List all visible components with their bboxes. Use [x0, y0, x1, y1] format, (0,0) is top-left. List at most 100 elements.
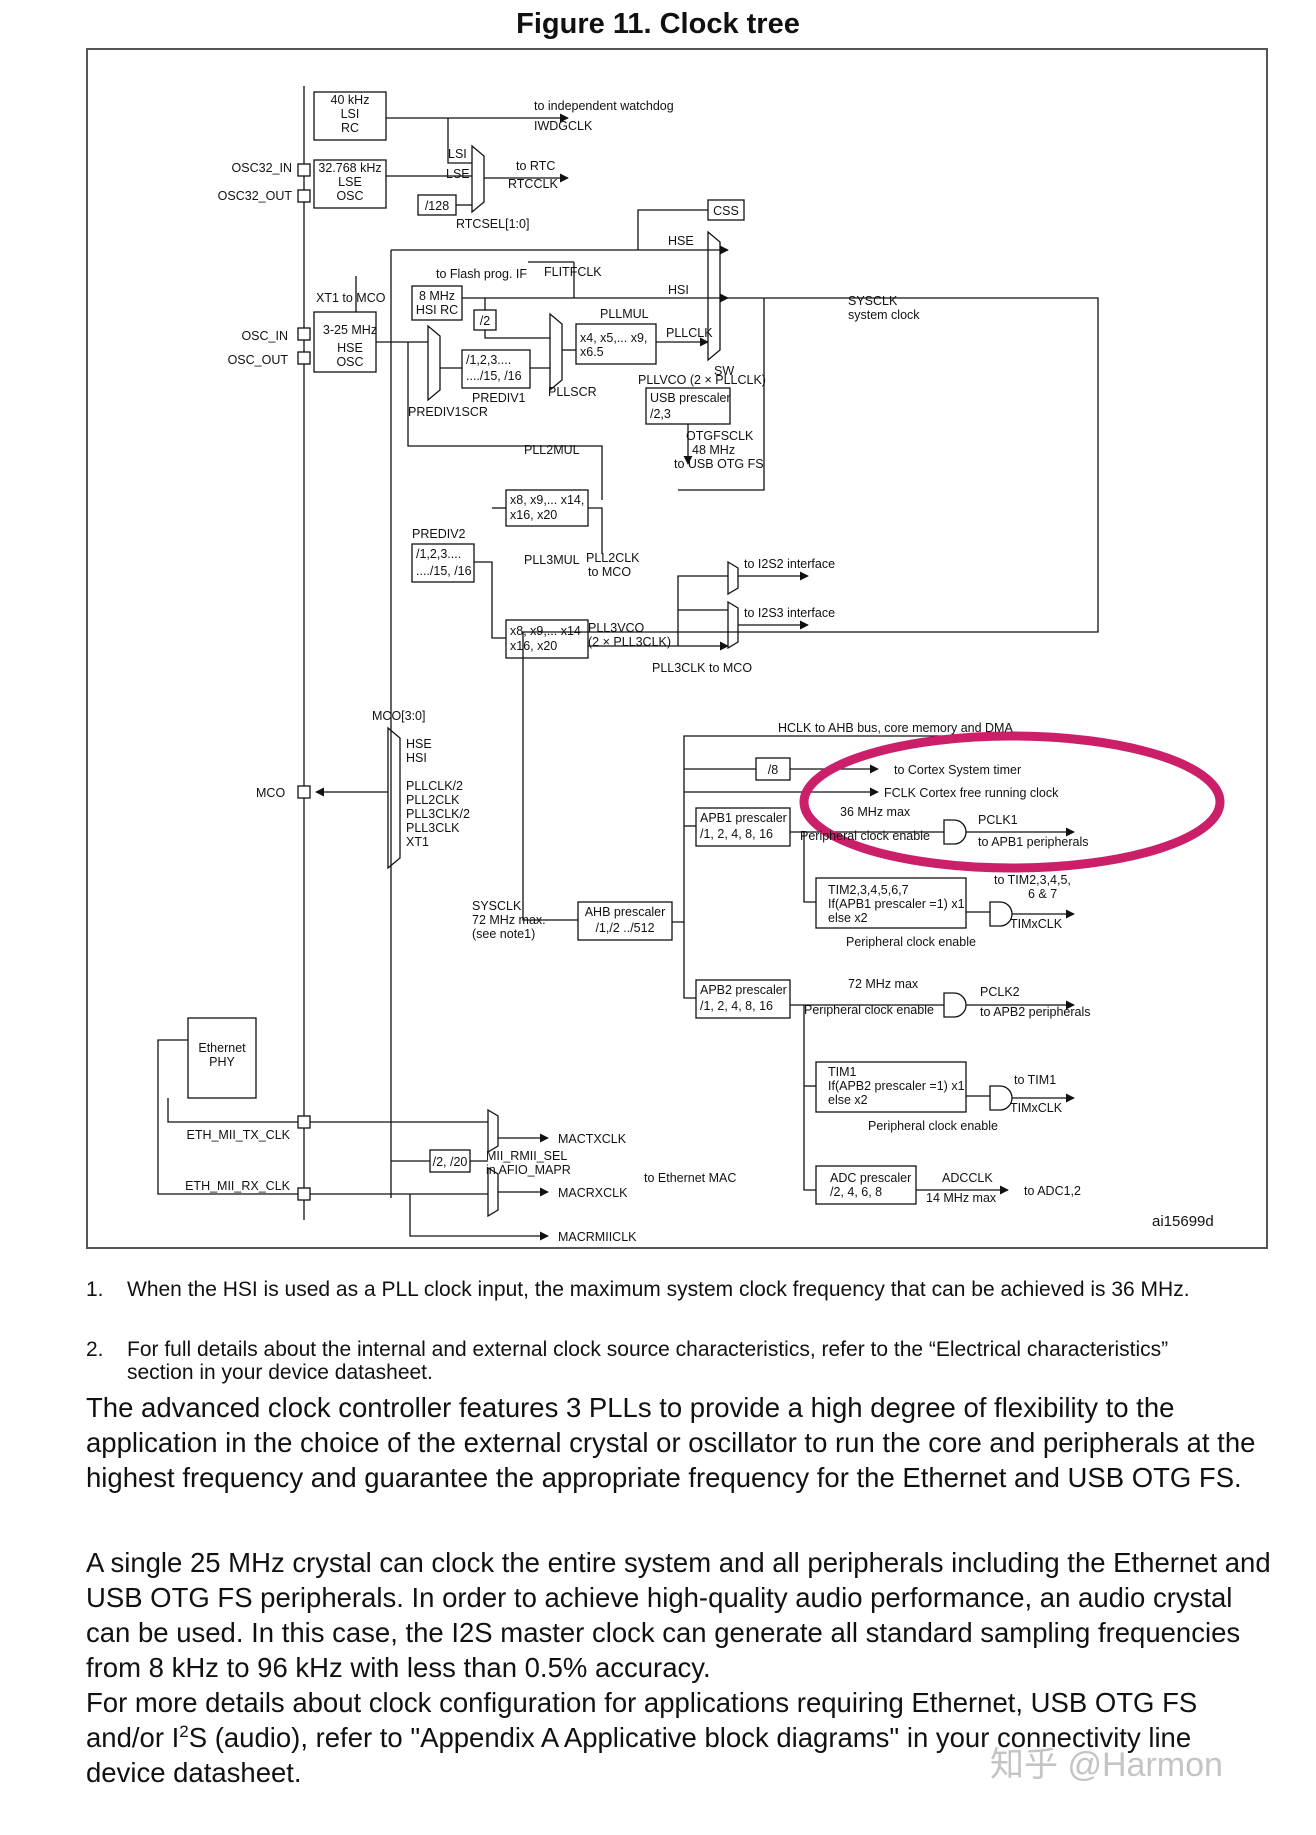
rtcsel-label: RTCSEL[1:0]	[456, 217, 529, 231]
i2s3-mux	[727, 600, 739, 650]
adc-prescaler-box	[815, 1165, 917, 1205]
apb2-box-line-2: /1, 2, 4, 8, 16	[700, 999, 773, 1013]
pll3vco-line-1: PLL3VCO	[588, 621, 645, 635]
adcclk-label: ADCCLK	[942, 1171, 993, 1185]
apb1-box-line-1: APB1 prescaler	[700, 811, 787, 825]
prediv1-box-line-1: /1,2,3....	[466, 353, 511, 367]
pll3mul-box	[505, 619, 589, 659]
mii-rmii-line-2: in AFIO_MAPR	[486, 1163, 571, 1177]
flitfclk-label: FLITFCLK	[544, 265, 602, 279]
osc32-in-pin	[297, 163, 311, 177]
div2-label: /2	[480, 314, 490, 328]
eth-rx-wire	[157, 1039, 298, 1195]
mco-input-pll3clk2: PLL3CLK/2	[406, 807, 470, 821]
sysclk-out-line-1: SYSCLK	[848, 294, 898, 308]
paragraph-2-text: A single 25 MHz crystal can clock the en…	[86, 1547, 1271, 1683]
hsi-line-1: 8 MHz	[419, 289, 455, 303]
lsi-line-2: LSI	[341, 107, 360, 121]
usb-prescaler-line-1: USB prescaler	[650, 391, 731, 405]
i2s2-mux	[727, 560, 739, 596]
adc-max-label: 14 MHz max	[926, 1191, 997, 1205]
lsi-box	[313, 91, 387, 141]
pclk2-label: PCLK2	[980, 985, 1020, 999]
mactx-mux	[487, 1108, 499, 1154]
sysclk-in-line-1: SYSCLK	[472, 899, 522, 913]
pll2mul-box-line-2: x16, x20	[510, 508, 557, 522]
prediv2-feed	[407, 342, 603, 500]
lse-line-2: LSE	[338, 175, 362, 189]
eth-rx-pin	[297, 1187, 311, 1201]
timx-gate	[989, 901, 1013, 927]
macrmiiclk-label: MACRMIICLK	[558, 1230, 637, 1244]
hclk-label: HCLK to AHB bus, core memory and DMA	[778, 721, 1013, 735]
tim1-box-line-3: else x2	[828, 1093, 868, 1107]
mco-input-pllclk2: PLLCLK/2	[406, 779, 463, 793]
adc-box-line-2: /2, 4, 6, 8	[830, 1185, 882, 1199]
apb2-in	[683, 922, 696, 999]
pllmul-box	[575, 323, 657, 365]
to-eth-label: to Ethernet MAC	[644, 1171, 736, 1185]
macrmii-line	[409, 1194, 549, 1241]
paragraph-3-part-b: S (audio), refer to "Appendix A Applicat…	[86, 1722, 1192, 1788]
otgfsclk-label: OTGFSCLK	[686, 429, 754, 443]
pll3vco-line-2: (2 × PLL3CLK)	[588, 635, 671, 649]
apb2-box-line-1: APB2 prescaler	[700, 983, 787, 997]
note-2-text: For full details about the internal and …	[127, 1338, 1169, 1384]
eth-tx-pin	[297, 1115, 311, 1129]
lsi-label: LSI	[448, 147, 467, 161]
apb2-enable-label: Peripheral clock enable	[804, 1003, 934, 1017]
prediv1scr-label: PREDIV1SCR	[408, 405, 488, 419]
pll3mul-box-line-1: x8, x9,... x14	[510, 624, 581, 638]
mco-sel-label: MCO[3:0]	[372, 709, 426, 723]
adc-box-line-1: ADC prescaler	[830, 1171, 911, 1185]
to-flash-label: to Flash prog. IF	[436, 267, 527, 281]
macrx-mux	[487, 1166, 499, 1218]
osc32-out-label: OSC32_OUT	[218, 189, 293, 203]
fclk-label: FCLK Cortex free running clock	[884, 786, 1059, 800]
lsi-line-3: RC	[341, 121, 359, 135]
apb1-box-line-2: /1, 2, 4, 8, 16	[700, 827, 773, 841]
apb2-prescaler-box	[695, 979, 791, 1019]
mco-input-hse: HSE	[406, 737, 432, 751]
tim-feed	[803, 832, 816, 903]
hse-line-3: OSC	[336, 355, 363, 369]
prediv2-box	[411, 543, 475, 583]
eth-tx-wire	[167, 1098, 298, 1123]
to-mco-label: to MCO	[588, 565, 631, 579]
clock-tree-svg: 40 kHz LSI RC to independent watchdog IW…	[157, 86, 1225, 1244]
ahb-prescaler-box	[577, 901, 673, 941]
apb1-max-label: 36 MHz max	[840, 805, 911, 819]
paragraph-3-part-a: For more details about clock configurati…	[86, 1687, 1198, 1753]
css-box	[707, 199, 745, 221]
to-tim2-line-1: to TIM2,3,4,5,	[994, 873, 1071, 887]
pllmul-box-line-1: x4, x5,... x9,	[580, 331, 647, 345]
tim-box-line-1: TIM2,3,4,5,6,7	[828, 883, 909, 897]
xt1-to-mco-label: XT1 to MCO	[316, 291, 386, 305]
eth-tx-label: ETH_MII_TX_CLK	[186, 1128, 290, 1142]
tim1-timxclk-label: TIMxCLK	[1010, 1101, 1063, 1115]
mii-rmii-line-1: MII_RMII_SEL	[486, 1149, 567, 1163]
mco-input-hsi: HSI	[406, 751, 427, 765]
to-systick-label: to Cortex System timer	[894, 763, 1021, 777]
osc32-in-label: OSC32_IN	[232, 161, 292, 175]
hclk-line	[672, 735, 1038, 923]
note-2-number: 2.	[86, 1338, 104, 1361]
sysclk-line	[522, 297, 1099, 921]
to-tim2-line-2: 6 & 7	[1028, 887, 1057, 901]
prediv1-box-line-2: ..../15, /16	[466, 369, 522, 383]
eth-phy-box	[187, 1017, 257, 1099]
to-i2s2-label: to I2S2 interface	[744, 557, 835, 571]
tim1-enable-label: Peripheral clock enable	[868, 1119, 998, 1133]
mco-mux	[387, 726, 401, 870]
sysclk-in-line-3: (see note1)	[472, 927, 535, 941]
apb1-prescaler-box	[695, 807, 791, 847]
pllmul-label: PLLMUL	[600, 307, 649, 321]
apb2-max-label: 72 MHz max	[848, 977, 919, 991]
hse-label: HSE	[668, 234, 694, 248]
eth-phy-line-2: PHY	[209, 1055, 235, 1069]
pclk2-gate	[943, 992, 967, 1018]
paragraph-3-superscript: 2	[179, 1721, 189, 1741]
tim1-box-line-1: TIM1	[828, 1065, 857, 1079]
prediv2-box-line-2: ..../15, /16	[416, 564, 472, 578]
to-i2s3-label: to I2S3 interface	[744, 606, 835, 620]
